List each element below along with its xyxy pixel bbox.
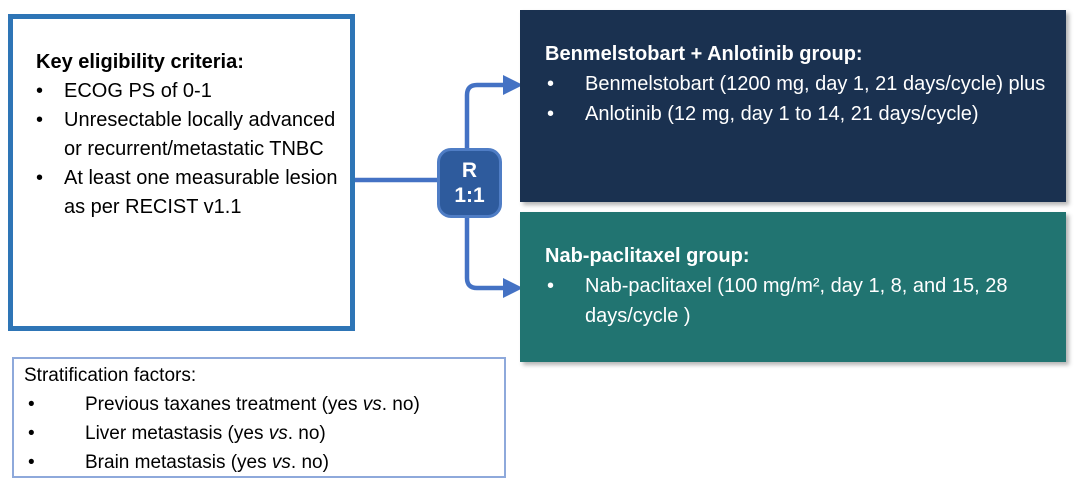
eligibility-item: Unresectable locally advanced or recurre… [36, 106, 342, 164]
stratification-item-pre: Liver metastasis (yes [85, 423, 269, 444]
stratification-item: Previous taxanes treatment (yes vs. no) [24, 390, 498, 419]
stratification-item-vs: vs [268, 423, 288, 444]
stratification-item-post: . no) [287, 423, 326, 444]
stratification-item-vs: vs [362, 394, 382, 415]
benmelstobart-group-title: Benmelstobart + Anlotinib group: [545, 43, 863, 65]
nab-paclitaxel-group-item: Nab-paclitaxel (100 mg/m², day 1, 8, and… [545, 271, 1052, 331]
stratification-item: Brain metastasis (yes vs. no) [24, 448, 498, 477]
randomization-to-group2-elbow [464, 218, 504, 291]
nab-paclitaxel-group-list: Nab-paclitaxel (100 mg/m², day 1, 8, and… [545, 271, 1052, 331]
stratification-title: Stratification factors: [24, 365, 197, 386]
stratification-item-pre: Brain metastasis (yes [85, 452, 272, 473]
stratification-factors-box: Stratification factors: Previous taxanes… [12, 357, 506, 478]
nab-paclitaxel-group-box: Nab-paclitaxel group: Nab-paclitaxel (10… [520, 212, 1066, 362]
randomization-to-group1-elbow [464, 82, 504, 148]
benmelstobart-group-list: Benmelstobart (1200 mg, day 1, 21 days/c… [545, 69, 1052, 129]
eligibility-item: At least one measurable lesion as per RE… [36, 164, 342, 222]
eligibility-criteria-box: Key eligibility criteria: ECOG PS of 0-1… [8, 14, 355, 331]
eligibility-list: ECOG PS of 0-1 Unresectable locally adva… [36, 77, 342, 222]
stratification-list: Previous taxanes treatment (yes vs. no) … [24, 390, 498, 477]
benmelstobart-group-item: Anlotinib (12 mg, day 1 to 14, 21 days/c… [545, 99, 1052, 129]
randomization-ratio-label: 1:1 [454, 184, 485, 207]
benmelstobart-anlotinib-group-box: Benmelstobart + Anlotinib group: Benmels… [520, 10, 1066, 202]
randomization-badge: R 1:1 [437, 148, 502, 218]
nab-paclitaxel-group-title: Nab-paclitaxel group: [545, 245, 750, 267]
stratification-item-pre: Previous taxanes treatment (yes [85, 394, 363, 415]
benmelstobart-group-item: Benmelstobart (1200 mg, day 1, 21 days/c… [545, 69, 1052, 99]
stratification-item-vs: vs [271, 452, 291, 473]
eligibility-item: ECOG PS of 0-1 [36, 77, 342, 106]
stratification-item-post: . no) [381, 394, 420, 415]
randomization-r-label: R [461, 159, 478, 182]
stratification-item: Liver metastasis (yes vs. no) [24, 419, 498, 448]
stratification-item-post: . no) [290, 452, 329, 473]
eligibility-title: Key eligibility criteria: [36, 51, 244, 73]
